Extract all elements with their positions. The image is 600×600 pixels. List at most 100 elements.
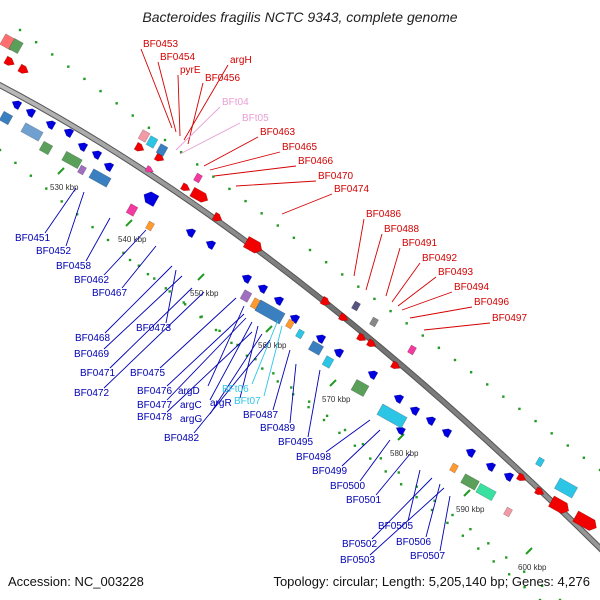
gene-label-bf0478: BF0478 [137,412,172,423]
track-dot [357,285,360,288]
trna-arrow [144,165,154,173]
track-dot [522,570,526,573]
label-leader [353,218,365,277]
forward-feature-box [137,129,151,143]
reverse-gene-arrow [425,416,437,427]
reverse-feature-box [350,378,370,398]
track-dot [276,380,279,383]
track-dot [244,199,247,203]
track-dot [598,468,600,472]
gene-label-bft05: BFt05 [242,113,269,124]
track-dot [168,290,171,293]
reverse-gene-arrow [465,448,477,459]
gene-label-bf0500: BF0500 [330,481,365,492]
track-dot [290,386,293,389]
reverse-gene-arrow [11,100,23,111]
gene-label-bf0469: BF0469 [74,349,109,360]
reverse-feature-box [0,110,14,126]
gene-label-bft06: BFt06 [222,384,249,395]
reverse-feature-box [449,462,459,474]
reverse-feature-box [88,168,112,188]
track-dot [196,163,199,166]
label-leader [109,287,193,369]
gene-label-bf0486: BF0486 [366,209,401,220]
label-leader [104,265,173,334]
label-leader [177,74,181,137]
backbone [0,81,600,553]
track-dot [45,187,48,190]
reverse-feature-box [285,318,295,330]
reverse-feature-box [475,482,497,502]
track-dot [254,357,257,361]
gene-features [0,33,597,531]
label-leader [140,48,173,129]
label-leader [85,217,111,262]
track-dot [453,358,457,362]
label-leader [44,187,77,234]
kbp-tick-mark [525,547,533,555]
kbp-tick-mark [329,379,337,387]
label-leader [407,469,421,522]
reverse-gene-arrow [393,394,405,405]
forward-gene-arrow [133,141,145,152]
forward-gene-arrow [355,332,367,342]
track-dot [523,585,526,589]
track-dot [421,334,424,337]
label-leader [272,349,291,411]
reverse-gene-arrow [367,370,379,381]
label-leader [165,269,177,324]
label-leader [263,325,283,397]
gene-label-bf0462: BF0462 [74,275,109,286]
track-dot [131,114,134,117]
label-leader [281,193,333,215]
track-dot [486,383,489,386]
reverse-feature-box [376,403,408,429]
reverse-feature-box [145,220,155,232]
gene-label-bf0471: BF0471 [80,368,115,379]
track-dot [292,236,296,239]
track-dot [492,560,495,563]
label-leader [166,317,247,401]
kbp-tick-mark [265,325,273,333]
label-leader [166,313,245,387]
label-leader [209,151,281,171]
track-dot [369,457,372,460]
forward-gene-arrow [17,63,29,74]
track-dot [147,126,151,129]
track-dot [214,328,218,332]
gene-label-bf0458: BF0458 [56,261,91,272]
track-dot [518,407,521,411]
reverse-feature-box [254,299,286,325]
forward-gene-arrow [211,211,223,222]
track-dot [228,187,231,191]
gene-label-bf0453: BF0453 [143,39,178,50]
gene-label-argh: argH [230,55,252,66]
label-leader [157,61,177,133]
track-dot [461,534,465,537]
gene-label-bf0473: BF0473 [136,323,171,334]
label-leader [425,483,441,538]
track-dot [566,444,569,447]
track-dot [200,315,203,318]
gene-label-pyre: pyrE [180,65,201,76]
gene-label-argr: argR [210,398,232,409]
gene-label-bf0468: BF0468 [75,333,110,344]
track-dot [83,77,86,81]
reverse-gene-arrow [333,348,345,359]
track-dot [507,573,511,576]
track-dot [469,371,473,374]
forward-gene-arrow [547,495,570,515]
track-dot [128,258,132,262]
reverse-gene-arrow [395,426,407,436]
forward-feature-box [535,456,545,468]
reverse-gene-arrow [91,150,103,161]
label-leader [397,276,437,307]
label-leader-lines [44,48,491,556]
label-leader [307,369,321,438]
track-dot [14,161,17,165]
track-dot [218,329,221,333]
track-dot [558,598,562,600]
label-leader [369,487,445,556]
track-dot [236,343,239,347]
label-leader [359,439,391,482]
